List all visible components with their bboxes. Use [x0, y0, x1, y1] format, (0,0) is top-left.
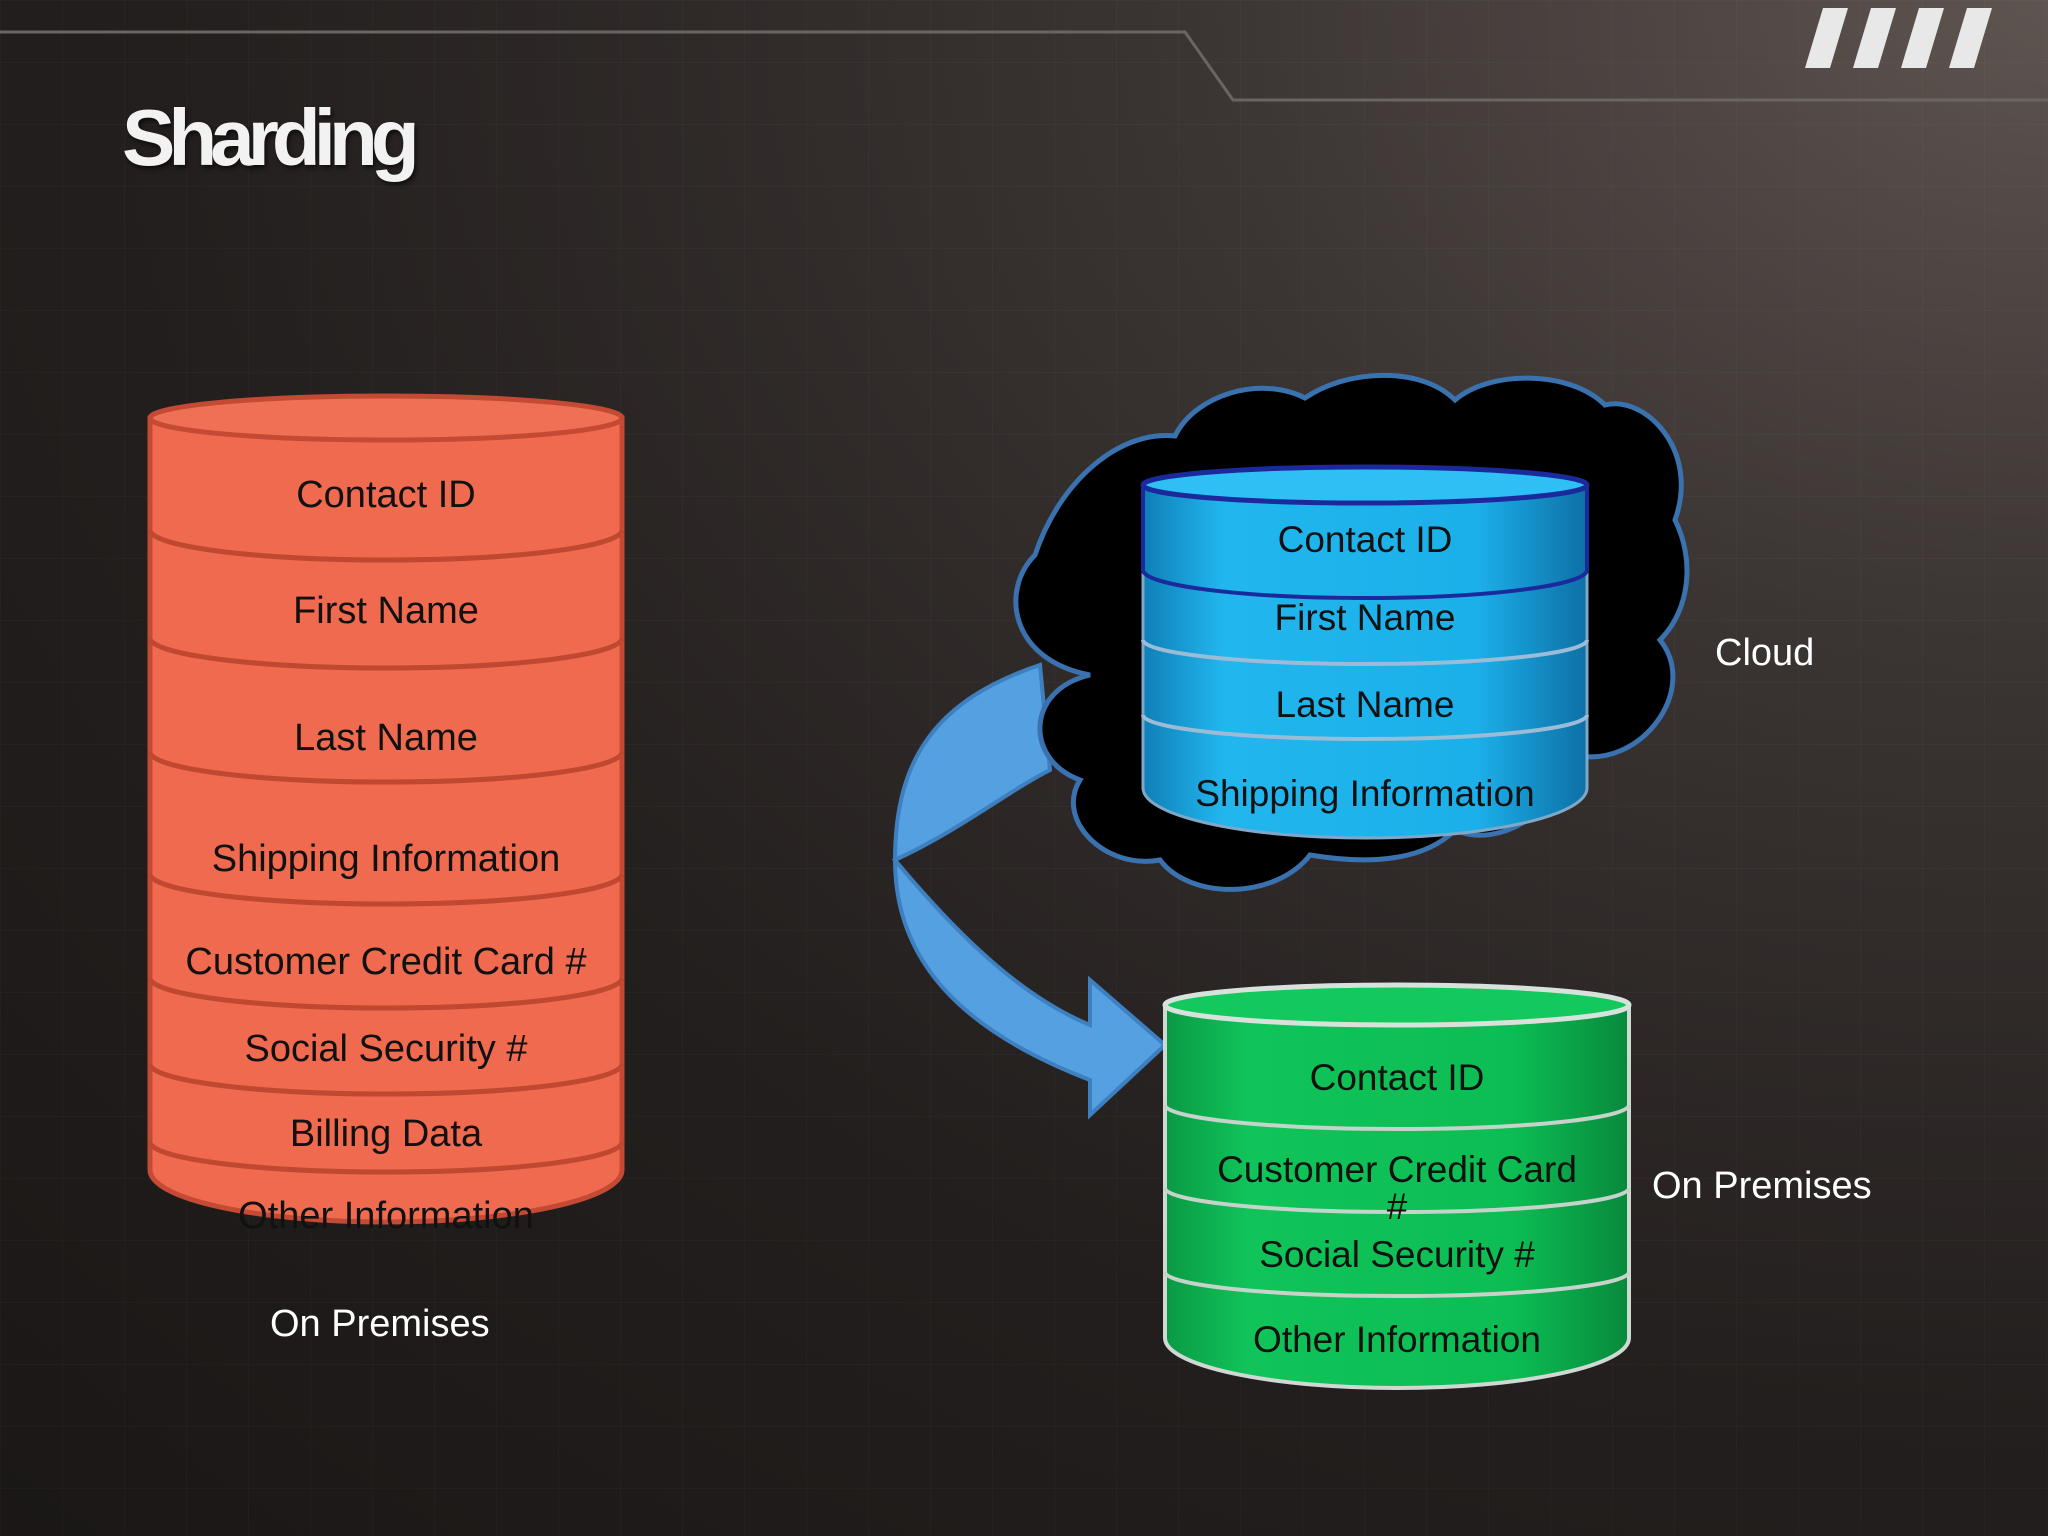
cloud-db-field-label: Shipping Information: [1195, 773, 1534, 814]
source-db-field-label: Customer Credit Card #: [185, 941, 586, 983]
premises-caption: On Premises: [1652, 1165, 1872, 1207]
cloud-caption: Cloud: [1715, 632, 1815, 674]
source-db-field-label: Other Information: [238, 1195, 534, 1237]
premises-db-field-label: Other Information: [1253, 1319, 1541, 1360]
shard-arrow: [891, 662, 1168, 1120]
premises-db-field-label: Customer Credit Card#: [1217, 1149, 1577, 1227]
header-divider: [0, 30, 2048, 102]
source-db-field-label: Last Name: [294, 717, 478, 759]
source-db-field-label: Billing Data: [290, 1113, 483, 1155]
premises-database-cylinder: Contact ID Customer Credit Card# Social Se…: [1162, 982, 1632, 1390]
premises-db-field-label: Social Security #: [1259, 1234, 1535, 1275]
source-db-field-label: First Name: [293, 590, 479, 632]
source-db-field-label: Contact ID: [296, 474, 476, 516]
cloud-db-field-label: Last Name: [1276, 684, 1455, 725]
cloud-db-field-label: Contact ID: [1278, 519, 1453, 560]
premises-db-field-label: Contact ID: [1310, 1057, 1485, 1098]
cloud-db-field-label: First Name: [1275, 597, 1456, 638]
slide-title: Sharding: [122, 93, 420, 182]
source-db-field-label: Shipping Information: [212, 838, 561, 880]
slash-decoration: [1805, 8, 1992, 68]
source-caption: On Premises: [270, 1303, 490, 1345]
source-db-field-label: Social Security #: [244, 1028, 527, 1070]
